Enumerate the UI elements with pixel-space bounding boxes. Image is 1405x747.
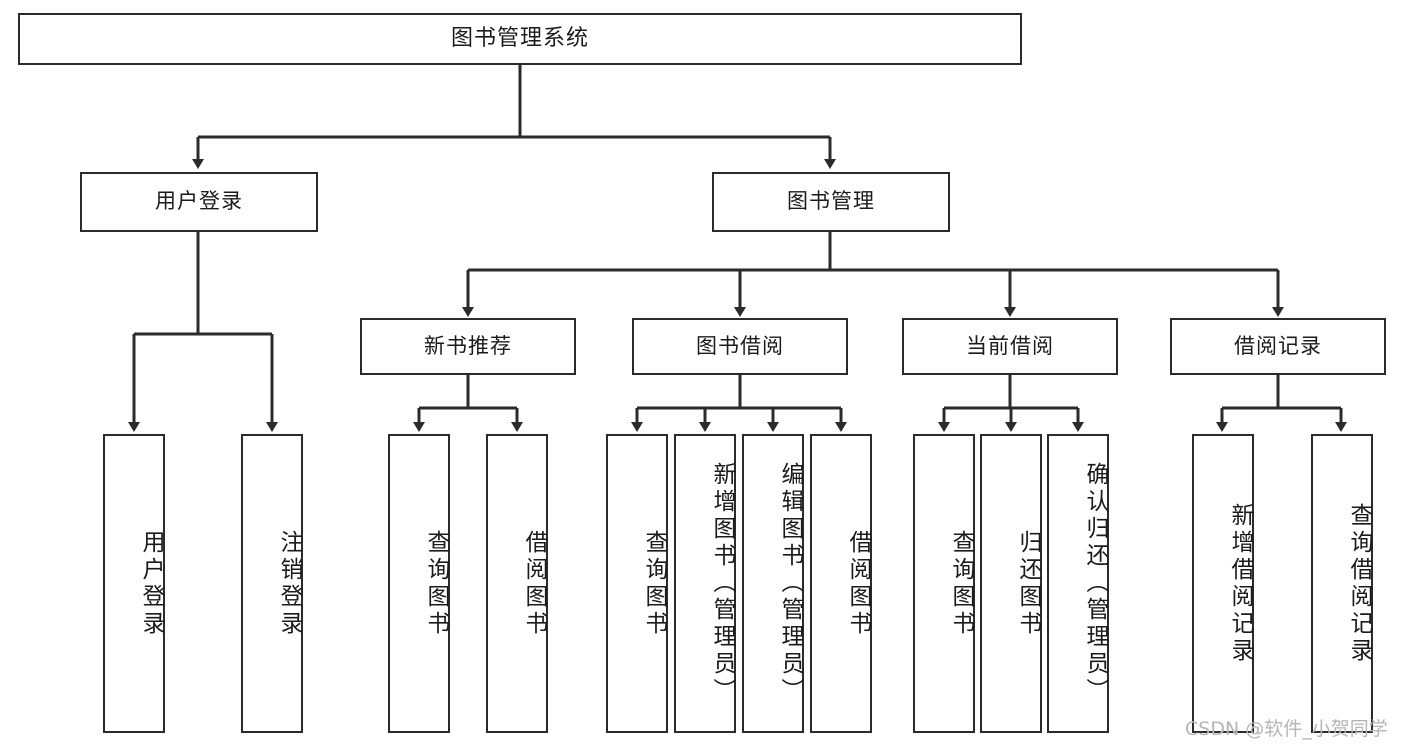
node-user-login-label: 用户登录	[155, 189, 243, 214]
leaf-book-borrow-1-label: 查询图书	[641, 529, 667, 638]
node-book-borrow-label: 图书借阅	[696, 333, 784, 358]
node-new-book-recommend[interactable]: 新书推荐	[360, 318, 576, 375]
leaf-book-borrow-3-label: 编辑图书（管理员）	[777, 462, 803, 705]
leaf-current-borrow-3[interactable]: 确认归还（管理员）	[1047, 434, 1109, 733]
leaf-borrow-record-2[interactable]: 查询借阅记录	[1311, 434, 1373, 733]
node-current-borrow[interactable]: 当前借阅	[902, 318, 1118, 375]
leaf-book-borrow-2-label: 新增图书（管理员）	[709, 462, 735, 705]
node-book-management-label: 图书管理	[787, 189, 875, 214]
leaf-user-login-1-label: 用户登录	[138, 529, 164, 638]
node-root[interactable]: 图书管理系统	[18, 13, 1022, 65]
leaf-user-login-2-label: 注销登录	[276, 529, 302, 638]
leaf-current-borrow-1-label: 查询图书	[948, 529, 974, 638]
node-root-label: 图书管理系统	[450, 25, 589, 51]
node-new-book-recommend-label: 新书推荐	[424, 333, 512, 358]
leaf-new-book-2-label: 借阅图书	[521, 529, 547, 638]
node-book-management[interactable]: 图书管理	[712, 172, 950, 232]
node-borrow-record[interactable]: 借阅记录	[1170, 318, 1386, 375]
node-current-borrow-label: 当前借阅	[966, 333, 1054, 358]
leaf-current-borrow-2-label: 归还图书	[1015, 529, 1041, 638]
leaf-new-book-1[interactable]: 查询图书	[388, 434, 450, 733]
leaf-new-book-2[interactable]: 借阅图书	[486, 434, 548, 733]
leaf-new-book-1-label: 查询图书	[423, 529, 449, 638]
leaf-current-borrow-3-label: 确认归还（管理员）	[1082, 462, 1108, 705]
node-book-borrow[interactable]: 图书借阅	[632, 318, 848, 375]
leaf-book-borrow-2[interactable]: 新增图书（管理员）	[674, 434, 736, 733]
leaf-book-borrow-4-label: 借阅图书	[845, 529, 871, 638]
leaf-book-borrow-3[interactable]: 编辑图书（管理员）	[742, 434, 804, 733]
leaf-borrow-record-1-label: 新增借阅记录	[1227, 502, 1253, 665]
leaf-user-login-1[interactable]: 用户登录	[103, 434, 165, 733]
node-user-login[interactable]: 用户登录	[80, 172, 318, 232]
leaf-book-borrow-4[interactable]: 借阅图书	[810, 434, 872, 733]
leaf-current-borrow-1[interactable]: 查询图书	[913, 434, 975, 733]
leaf-borrow-record-2-label: 查询借阅记录	[1346, 502, 1372, 665]
leaf-current-borrow-2[interactable]: 归还图书	[980, 434, 1042, 733]
node-borrow-record-label: 借阅记录	[1234, 333, 1322, 358]
watermark-text: CSDN @软件_小贺同学	[1185, 718, 1388, 740]
leaf-book-borrow-1[interactable]: 查询图书	[606, 434, 668, 733]
leaf-borrow-record-1[interactable]: 新增借阅记录	[1192, 434, 1254, 733]
leaf-user-login-2[interactable]: 注销登录	[241, 434, 303, 733]
